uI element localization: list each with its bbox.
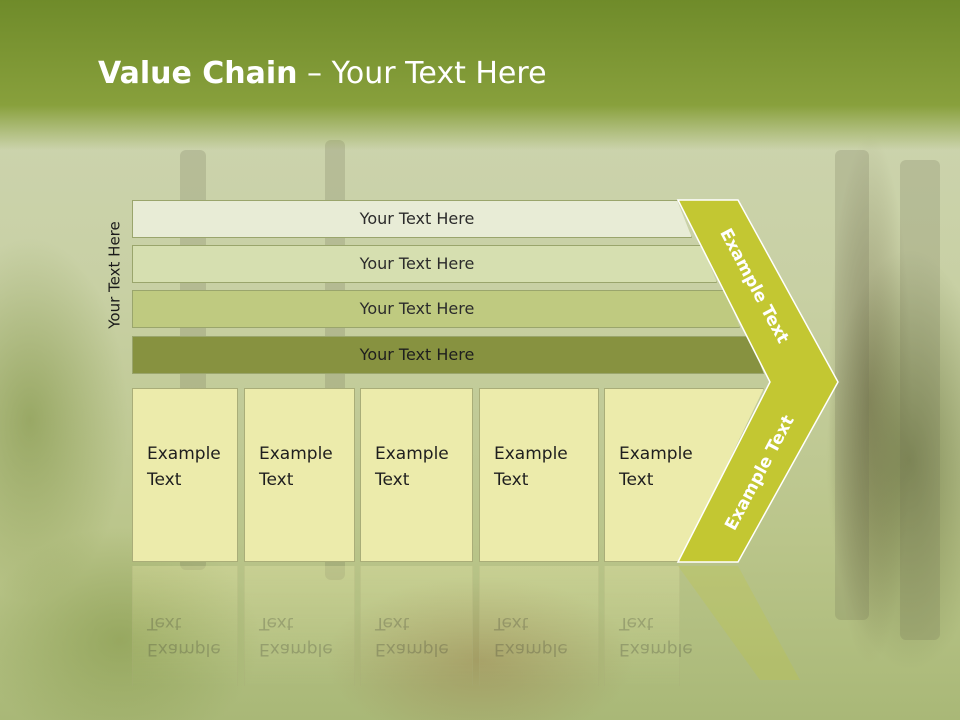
title-bar (0, 0, 960, 150)
support-bar-label: Your Text Here (359, 254, 475, 273)
tree-trunk (900, 160, 940, 640)
box-reflection: Example Text (360, 566, 473, 686)
support-bar-1: Your Text Here (132, 200, 692, 238)
box-reflection: Example Text (479, 566, 599, 686)
primary-activity-label: Example Text (147, 444, 221, 490)
box-reflection: Example Text (244, 566, 355, 686)
primary-activity-label: Example Text (259, 444, 333, 490)
support-bar-3: Your Text Here (132, 290, 740, 328)
title-bold: Value Chain (98, 56, 298, 91)
primary-activity-label: Example Text (375, 444, 449, 490)
box-reflection: Example Text (132, 566, 238, 686)
vertical-label-text: Your Text Here (106, 221, 124, 329)
support-bar-label: Your Text Here (359, 299, 475, 318)
primary-activity-box-3: Example Text (360, 388, 473, 562)
reflection-text: Example Text (619, 613, 693, 659)
support-bar-label: Your Text Here (359, 345, 475, 364)
primary-activity-box-4: Example Text (479, 388, 599, 562)
support-bar-label: Your Text Here (359, 209, 475, 228)
support-bar-2: Your Text Here (132, 245, 717, 283)
primary-activity-label: Example Text (619, 444, 693, 490)
reflection-text: Example Text (375, 613, 449, 659)
page-title: Value Chain – Your Text Here (98, 54, 547, 94)
reflection-text: Example Text (259, 613, 333, 659)
reflection-text: Example Text (147, 613, 221, 659)
box-reflection: Example Text (604, 566, 693, 686)
primary-activity-box-1: Example Text (132, 388, 238, 562)
support-bar-4: Your Text Here (132, 336, 764, 374)
primary-activity-label: Example Text (494, 444, 568, 490)
title-rest: – Your Text Here (297, 56, 547, 91)
primary-activity-box-2: Example Text (244, 388, 355, 562)
reflection-text: Example Text (494, 613, 568, 659)
tree-trunk (835, 150, 869, 620)
